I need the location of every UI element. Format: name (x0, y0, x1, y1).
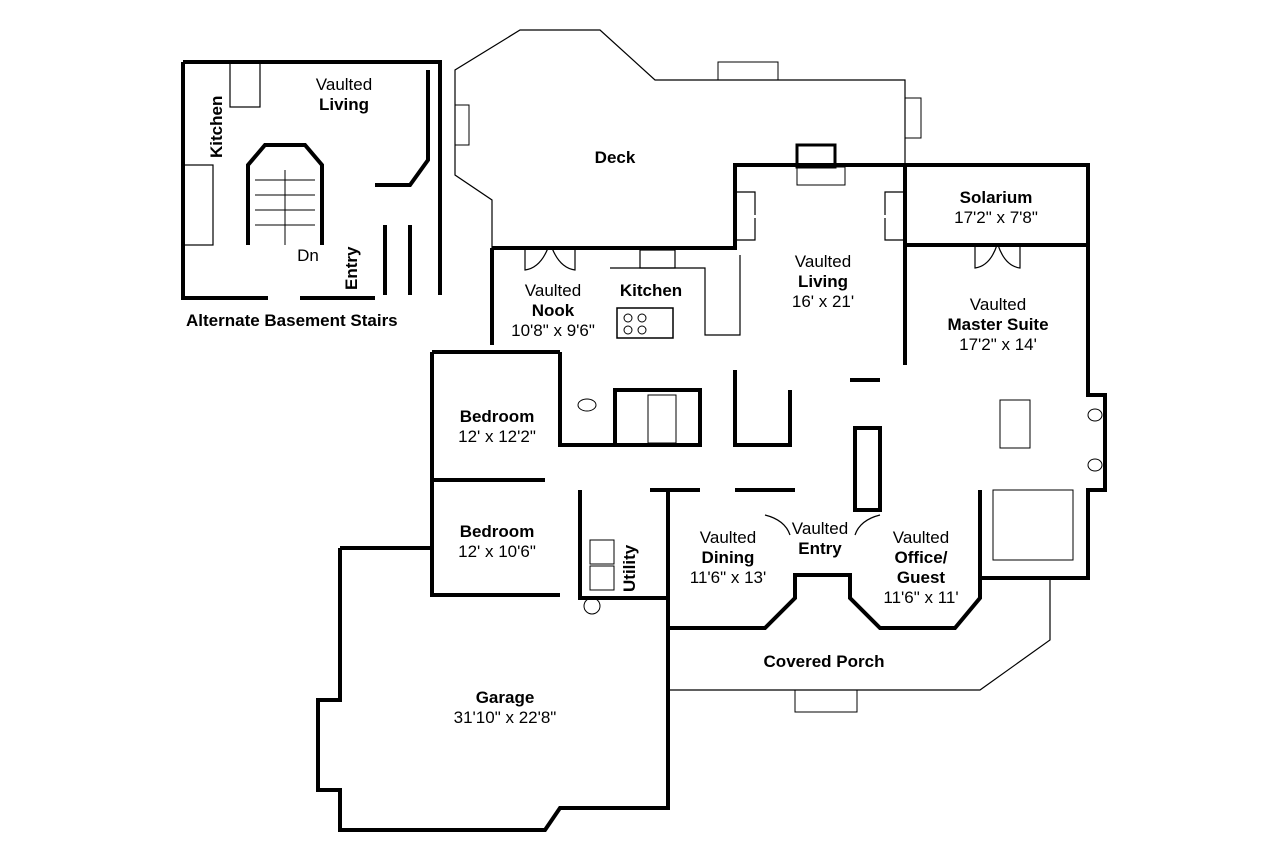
inset-partition (375, 70, 430, 187)
room-bedroom-2-dims: 12' x 10'6" (458, 542, 536, 562)
wall-utility (578, 488, 670, 600)
room-living-dims: 16' x 21' (791, 292, 855, 312)
door-entry-right (854, 514, 881, 536)
wall-interior-mid (650, 370, 882, 512)
room-garage: Garage 31'10" x 22'8" (454, 688, 557, 728)
room-garage-dims: 31'10" x 22'8" (453, 708, 557, 728)
room-dining: Vaulted Dining 11'6" x 13' (690, 528, 766, 588)
tub-master (999, 399, 1031, 449)
room-deck: Deck (595, 148, 636, 168)
room-nook-dims: 10'8" x 9'6" (511, 321, 595, 341)
inset-living: Vaulted Living (316, 75, 372, 115)
porch-outline (668, 578, 1051, 691)
room-dining-prefix: Vaulted (699, 528, 757, 547)
room-nook-name: Nook (531, 301, 575, 321)
hearth (796, 166, 846, 186)
room-porch: Covered Porch (764, 652, 885, 672)
room-bedroom-2: Bedroom 12' x 10'6" (458, 522, 536, 562)
wall-baths (558, 352, 702, 447)
room-living-name: Living (797, 272, 849, 292)
room-living: Vaulted Living 16' x 21' (792, 252, 854, 312)
room-entry-name: Entry (798, 539, 842, 559)
inset-counter (182, 164, 214, 246)
room-master-name: Master Suite (947, 315, 1049, 335)
porch-step (794, 689, 858, 713)
deck-outline (454, 29, 906, 248)
kitchen-island (616, 307, 674, 339)
room-master-dims: 17'2" x 14' (959, 335, 1037, 355)
wall-dining (666, 573, 982, 630)
deck-step-right (904, 97, 922, 139)
inset-fridge (229, 61, 261, 108)
room-solarium-dims: 17'2" x 7'8" (954, 208, 1038, 228)
room-solarium-name: Solarium (959, 188, 1033, 207)
room-bedroom-2-name: Bedroom (459, 522, 535, 541)
closet-master (992, 489, 1074, 561)
inset-stairs (255, 170, 315, 245)
room-dining-dims: 11'6" x 13' (689, 568, 767, 588)
washer (589, 539, 615, 565)
room-office: Vaulted Office/ Guest 11'6" x 11' (883, 528, 958, 608)
kitchen-sink (639, 249, 676, 269)
inset-entry-wall (383, 225, 412, 295)
room-porch-name: Covered Porch (763, 652, 885, 671)
dryer (589, 565, 615, 591)
room-kitchen: Kitchen (620, 281, 682, 301)
wall-master-east (978, 245, 1107, 580)
inset-down-label: Dn (297, 246, 319, 266)
room-nook-prefix: Vaulted (524, 281, 582, 300)
inset-entry: Entry (342, 246, 361, 290)
door-solarium (974, 244, 1021, 269)
wall-bedrooms (430, 350, 560, 597)
inset-caption: Alternate Basement Stairs (186, 311, 398, 330)
door-deck-right (884, 191, 905, 241)
inset-living-name: Living (318, 95, 370, 115)
room-entry-prefix: Vaulted (791, 519, 849, 538)
inset-living-prefix: Vaulted (315, 75, 373, 94)
tub-hall (647, 394, 677, 444)
room-deck-name: Deck (594, 148, 636, 167)
room-entry: Vaulted Entry (792, 519, 848, 559)
room-nook: Vaulted Nook 10'8" x 9'6" (511, 281, 595, 341)
room-bedroom-1-name: Bedroom (459, 407, 535, 426)
inset-walls (181, 60, 442, 300)
room-living-prefix: Vaulted (794, 252, 852, 271)
wall-north-kitchen (492, 163, 905, 250)
inset-stair-wall (246, 143, 324, 245)
kitchen-counter (610, 255, 741, 336)
room-dining-name: Dining (701, 548, 755, 568)
room-office-prefix: Vaulted (892, 528, 950, 547)
room-bedroom-1: Bedroom 12' x 12'2" (458, 407, 536, 447)
room-office-name-2: Guest (896, 568, 946, 588)
door-nook (524, 247, 576, 271)
deck-step-left (454, 104, 470, 146)
room-kitchen-name: Kitchen (619, 281, 683, 300)
room-bedroom-1-dims: 12' x 12'2" (458, 427, 536, 447)
garage-door (360, 807, 665, 831)
deck-step-top (717, 61, 779, 81)
room-office-name-1: Office/ (894, 548, 948, 568)
room-solarium: Solarium 17'2" x 7'8" (954, 188, 1038, 228)
door-entry-left (764, 514, 791, 536)
room-garage-name: Garage (475, 688, 535, 707)
wall-master-west (850, 245, 907, 382)
room-master-prefix: Vaulted (969, 295, 1027, 314)
door-deck-left (735, 191, 756, 241)
room-master: Vaulted Master Suite 17'2" x 14' (947, 295, 1048, 355)
room-office-dims: 11'6" x 11' (883, 588, 959, 608)
inset-down-text: Dn (297, 246, 319, 265)
inset-kitchen: Kitchen (207, 95, 226, 158)
room-utility: Utility (620, 544, 639, 592)
